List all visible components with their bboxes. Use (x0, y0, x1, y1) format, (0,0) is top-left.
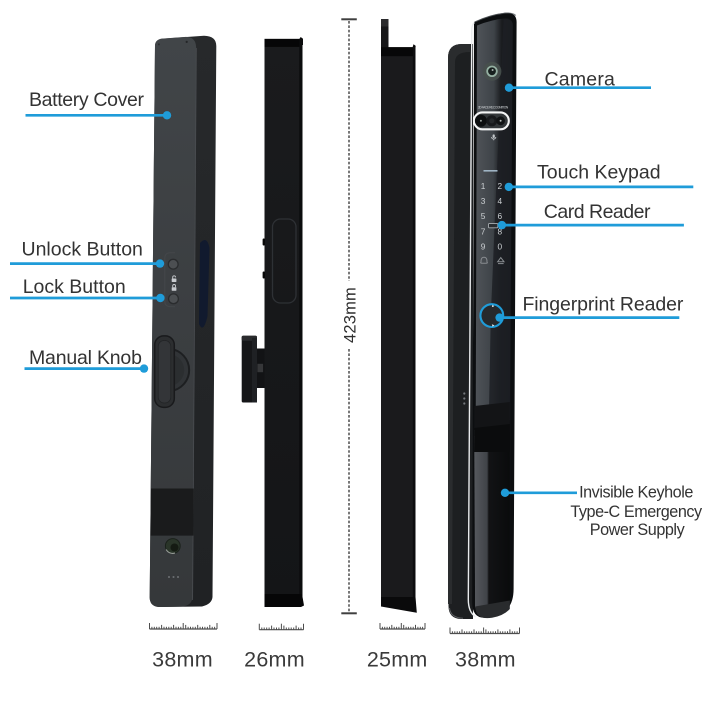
svg-text:8: 8 (497, 226, 502, 236)
svg-text:Lock Button: Lock Button (23, 276, 126, 298)
svg-text:Unlock Button: Unlock Button (22, 238, 143, 260)
svg-text:Type-C Emergency: Type-C Emergency (570, 503, 703, 521)
svg-text:9: 9 (481, 241, 486, 251)
svg-text:2: 2 (497, 181, 502, 191)
svg-text:Battery Cover: Battery Cover (29, 89, 145, 111)
svg-text:4: 4 (497, 196, 502, 206)
svg-text:6: 6 (497, 211, 502, 221)
svg-text:Manual Knob: Manual Knob (29, 347, 142, 369)
svg-text:Fingerprint Reader: Fingerprint Reader (523, 294, 684, 316)
svg-text:0: 0 (497, 241, 502, 251)
svg-text:Camera: Camera (545, 68, 616, 90)
svg-text:Touch Keypad: Touch Keypad (537, 162, 661, 184)
svg-text:Power Supply: Power Supply (590, 521, 686, 539)
svg-text:Invisible Keyhole: Invisible Keyhole (579, 484, 693, 502)
svg-text:3: 3 (481, 196, 486, 206)
svg-text:26mm: 26mm (244, 648, 305, 672)
svg-text:25mm: 25mm (367, 648, 428, 672)
svg-text:7: 7 (481, 226, 486, 236)
svg-text:423mm: 423mm (342, 287, 360, 343)
svg-text:38mm: 38mm (152, 648, 213, 672)
svg-text:38mm: 38mm (455, 648, 516, 672)
svg-text:1: 1 (481, 181, 486, 191)
svg-text:Card Reader: Card Reader (544, 201, 651, 223)
svg-text:5: 5 (481, 211, 486, 221)
svg-text:3D FACE RECOGNITION: 3D FACE RECOGNITION (478, 105, 509, 109)
